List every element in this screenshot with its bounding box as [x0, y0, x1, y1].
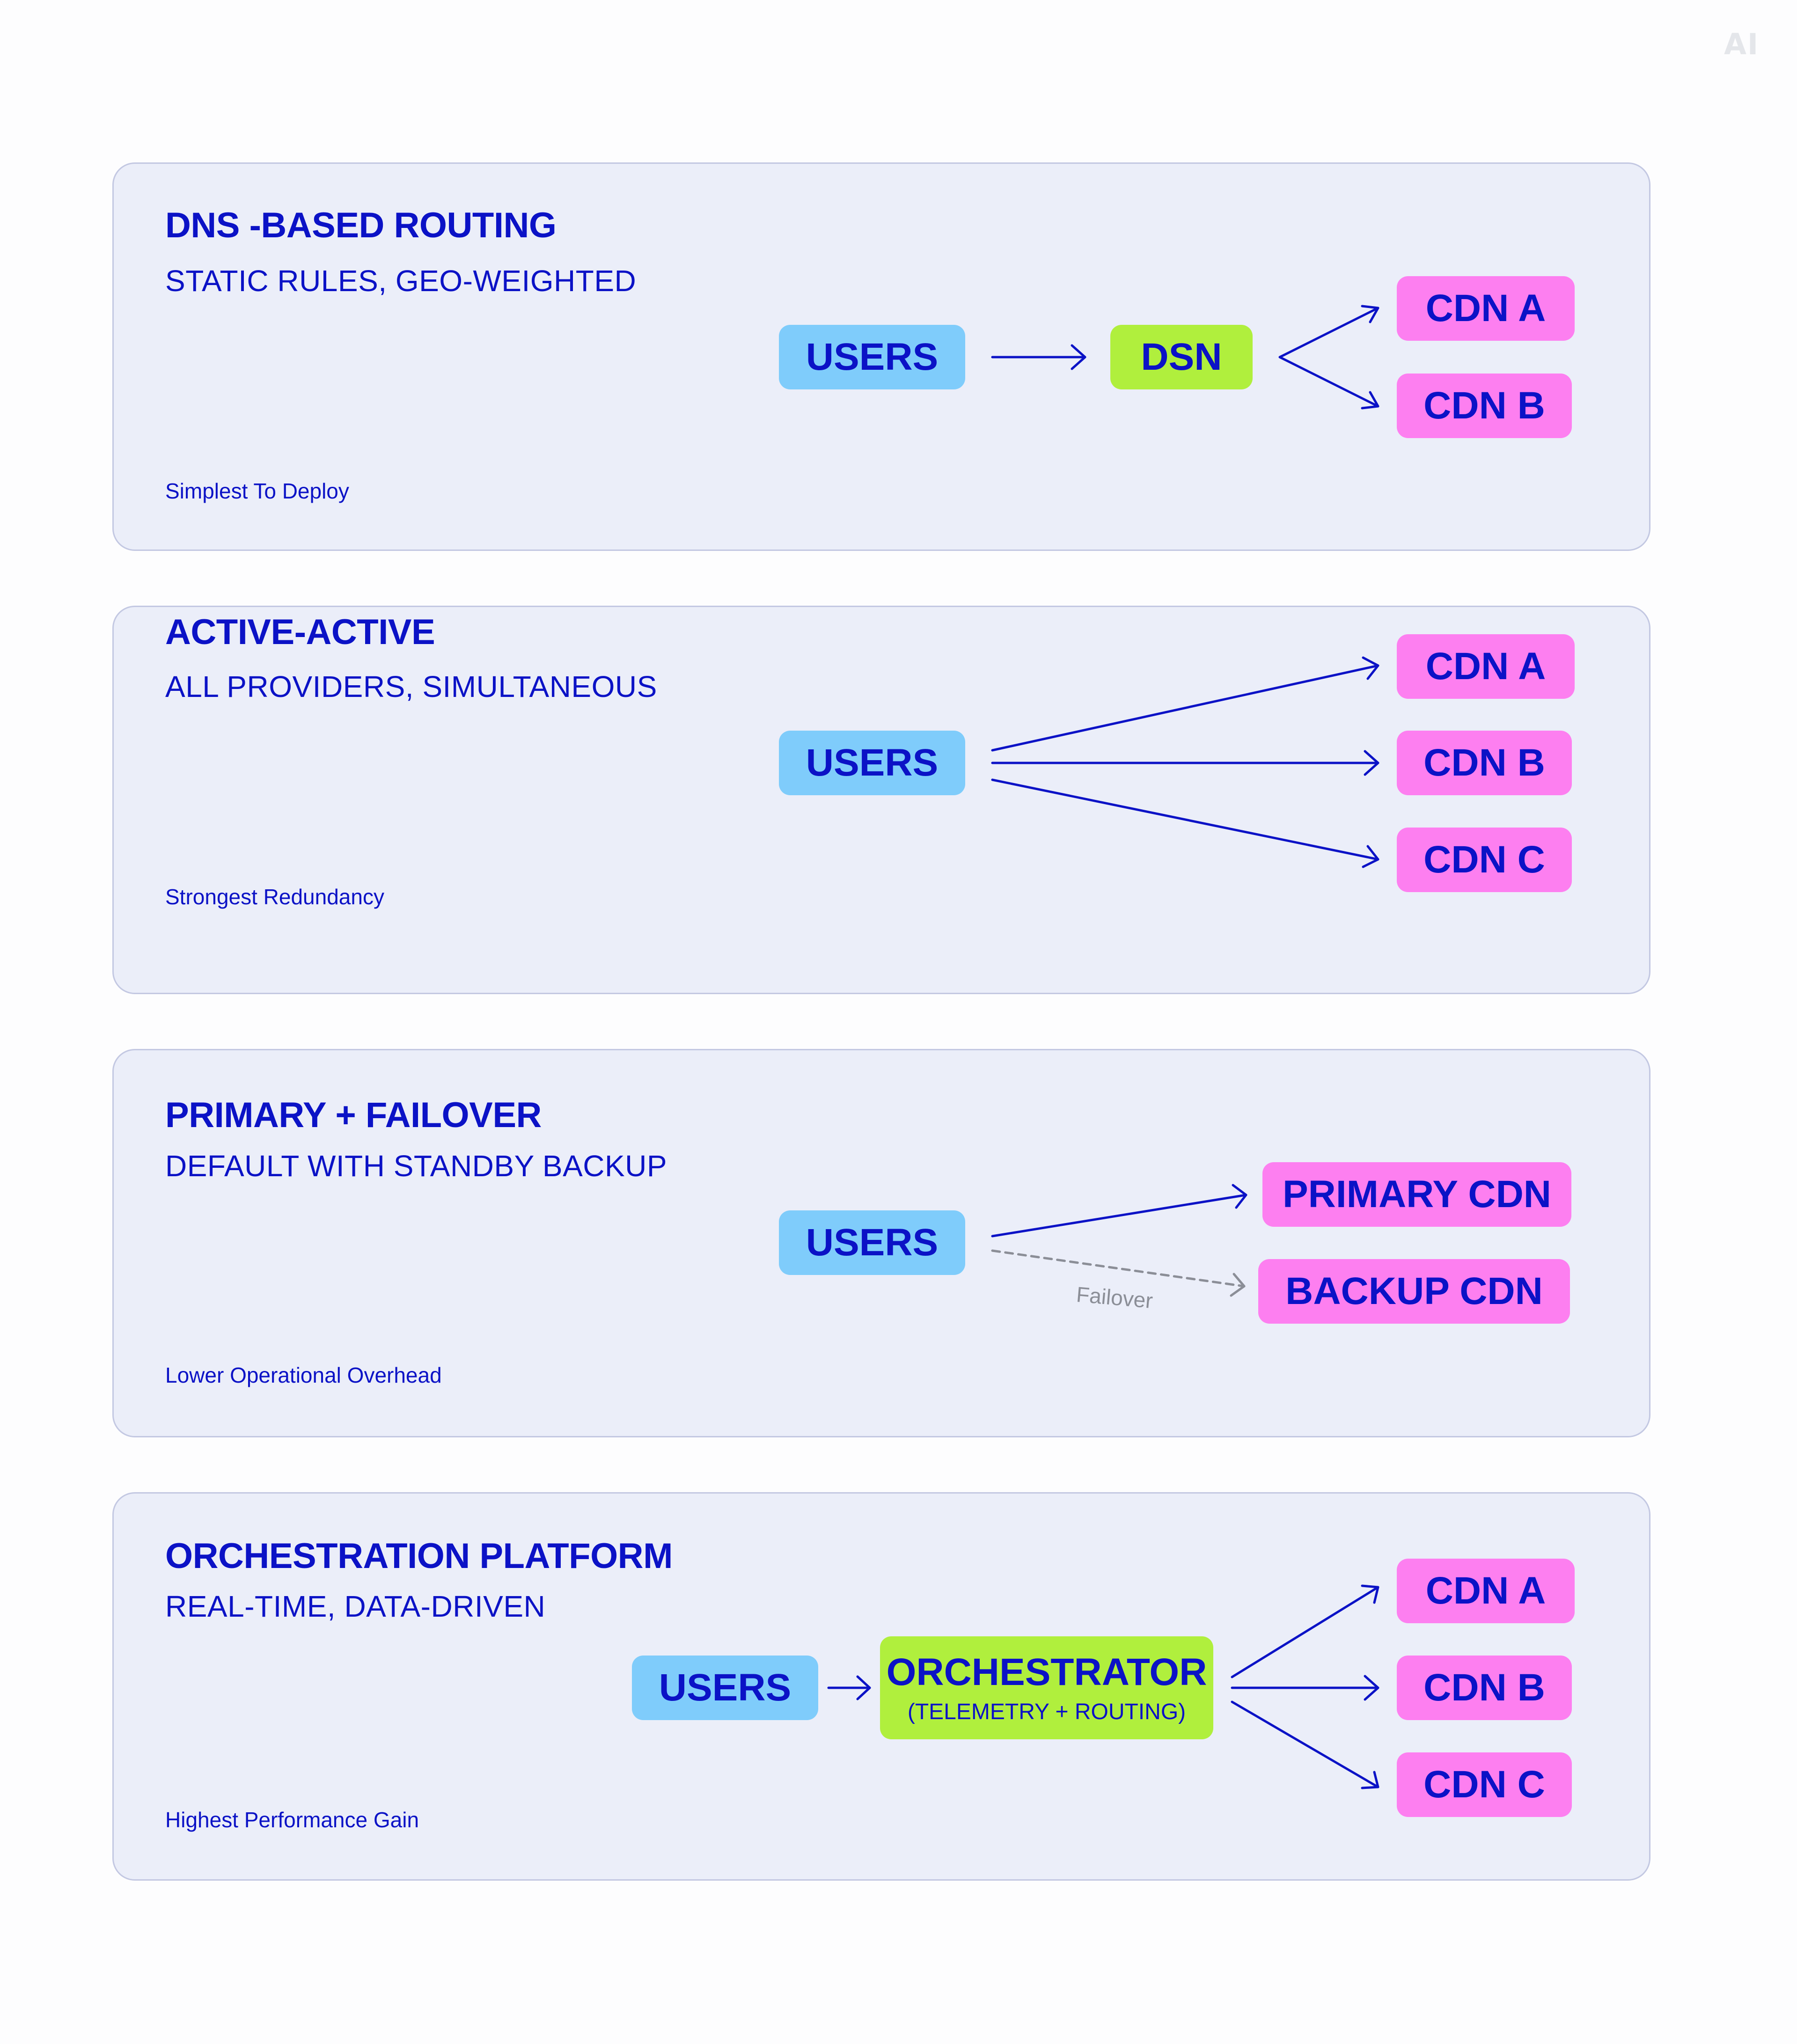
- card-subtitle: REAL-TIME, DATA-DRIVEN: [165, 1590, 546, 1623]
- card-title: PRIMARY + FAILOVER: [165, 1095, 542, 1135]
- cdn-c-box: CDN C: [1397, 828, 1572, 892]
- card-dns-routing: DNS -BASED ROUTING STATIC RULES, GEO-WEI…: [112, 162, 1650, 551]
- card-note: Highest Performance Gain: [165, 1808, 419, 1832]
- cdn-c-box: CDN C: [1397, 1752, 1572, 1817]
- card-title: ACTIVE-ACTIVE: [165, 612, 435, 652]
- cdn-a-box: CDN A: [1397, 276, 1575, 341]
- card-orchestration: ORCHESTRATION PLATFORM REAL-TIME, DATA-D…: [112, 1492, 1650, 1881]
- card-note: Lower Operational Overhead: [165, 1363, 442, 1387]
- card-title: DNS -BASED ROUTING: [165, 205, 557, 245]
- ai-logo: AI: [1724, 27, 1760, 61]
- card-subtitle: ALL PROVIDERS, SIMULTANEOUS: [165, 670, 657, 703]
- primary-cdn-box: PRIMARY CDN: [1262, 1162, 1571, 1227]
- cdn-b-box: CDN B: [1397, 374, 1572, 438]
- cdn-a-box: CDN A: [1397, 634, 1575, 699]
- cdn-a-box: CDN A: [1397, 1559, 1575, 1623]
- orchestrator-box: ORCHESTRATOR (TELEMETRY + ROUTING): [880, 1636, 1213, 1739]
- dsn-box: DSN: [1110, 325, 1253, 389]
- card-note: Simplest To Deploy: [165, 479, 349, 503]
- users-box: USERS: [632, 1656, 818, 1720]
- users-box: USERS: [779, 325, 965, 389]
- backup-cdn-box: BACKUP CDN: [1258, 1259, 1570, 1324]
- card-title: ORCHESTRATION PLATFORM: [165, 1536, 673, 1576]
- users-box: USERS: [779, 731, 965, 795]
- card-note: Strongest Redundancy: [165, 885, 384, 909]
- cdn-b-box: CDN B: [1397, 1656, 1572, 1720]
- orchestrator-sublabel: (TELEMETRY + ROUTING): [907, 1699, 1186, 1724]
- card-subtitle: STATIC RULES, GEO-WEIGHTED: [165, 264, 637, 298]
- users-box: USERS: [779, 1210, 965, 1275]
- cdn-b-box: CDN B: [1397, 731, 1572, 795]
- card-active-active: ACTIVE-ACTIVE ALL PROVIDERS, SIMULTANEOU…: [112, 606, 1650, 994]
- card-subtitle: DEFAULT WITH STANDBY BACKUP: [165, 1149, 667, 1183]
- orchestrator-label: ORCHESTRATOR: [886, 1650, 1207, 1693]
